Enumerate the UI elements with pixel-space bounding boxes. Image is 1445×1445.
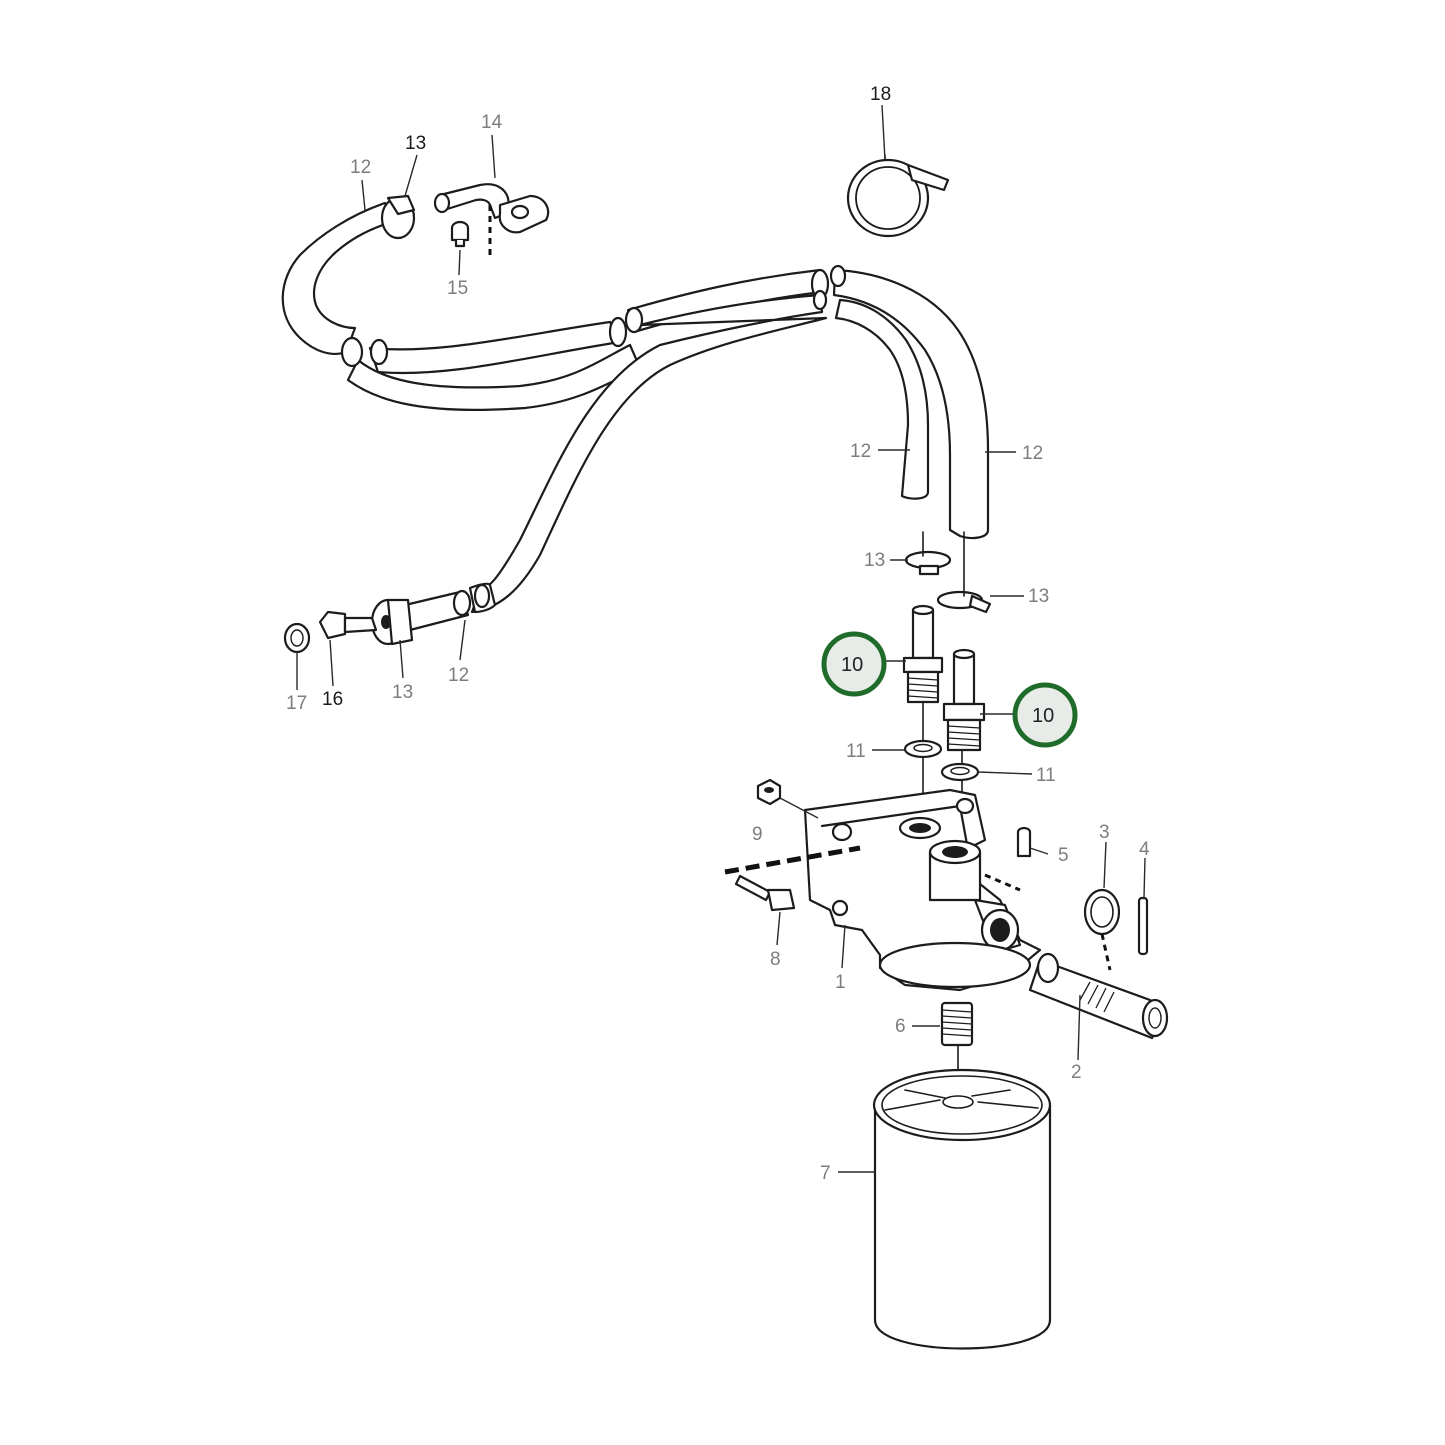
part-13-banjo-lower-left <box>370 598 414 646</box>
hose-long-left-descent <box>470 293 828 614</box>
callout-17: 17 <box>286 693 307 714</box>
part-10-fitting-right <box>942 648 986 752</box>
callout-16: 16 <box>322 689 343 710</box>
part-5-screw <box>1016 826 1032 858</box>
part-4-pin <box>1137 896 1149 956</box>
part-13-clamp-right <box>936 590 992 614</box>
callout-13-center: 13 <box>864 550 885 571</box>
callout-6: 6 <box>895 1016 906 1037</box>
part-15-bolt <box>450 220 470 248</box>
callout-1: 1 <box>835 972 846 993</box>
callout-11-left: 11 <box>846 741 866 762</box>
leader-lines <box>296 104 1146 1173</box>
callout-14: 14 <box>481 112 503 133</box>
part-13-clamp-upper-left <box>380 194 416 240</box>
callout-12-mid-left: 12 <box>850 441 871 462</box>
callout-13-lower-left: 13 <box>392 682 413 703</box>
part-13-clamp-center <box>904 550 952 576</box>
callout-10-left: 10 <box>841 654 863 676</box>
callout-4: 4 <box>1139 839 1150 860</box>
callout-5: 5 <box>1058 845 1069 866</box>
part-3-ring <box>1083 888 1121 971</box>
callout-18: 18 <box>870 84 891 105</box>
hose-upper-left <box>281 201 394 355</box>
callout-12-upper-left: 12 <box>350 157 371 178</box>
callout-9: 9 <box>752 824 763 845</box>
callout-8: 8 <box>770 949 781 970</box>
part-2-valve <box>1028 952 1169 1040</box>
part-17-washer <box>283 622 311 654</box>
part-1-filter-bracket <box>803 788 1042 992</box>
callout-13-upper: 13 <box>405 133 426 154</box>
part-6-nipple <box>940 1001 974 1047</box>
callout-13-right: 13 <box>1028 586 1049 607</box>
part-10-fitting-left <box>902 604 944 704</box>
part-14-elbow-pipe <box>433 183 550 234</box>
hose-joints <box>340 264 847 617</box>
callout-11-right: 11 <box>1036 765 1056 786</box>
part-11-washer-right <box>940 762 980 782</box>
part-7-oil-filter <box>872 1068 1052 1350</box>
callout-15: 15 <box>447 278 468 299</box>
callout-12-mid-right: 12 <box>1022 443 1043 464</box>
callout-3: 3 <box>1099 822 1110 843</box>
part-18-hose-clamp <box>846 154 950 238</box>
callout-2: 2 <box>1071 1062 1082 1083</box>
callout-7: 7 <box>820 1163 831 1184</box>
callout-labels: 18 14 13 12 15 12 12 13 13 10 10 11 11 9… <box>286 84 1150 1184</box>
highlight-ring-10-left <box>821 631 887 697</box>
part-1-dash-links <box>724 845 1021 892</box>
callout-12-lower-left: 12 <box>448 665 469 686</box>
part-11-washer-left <box>903 739 943 759</box>
hose-right-upper <box>832 268 990 540</box>
highlight-ring-10-right <box>1012 682 1078 748</box>
part-16-banjo-bolt <box>318 610 378 640</box>
callout-10-right: 10 <box>1032 705 1054 727</box>
part-9-nut <box>756 778 782 806</box>
part-8-bolt <box>734 874 796 912</box>
